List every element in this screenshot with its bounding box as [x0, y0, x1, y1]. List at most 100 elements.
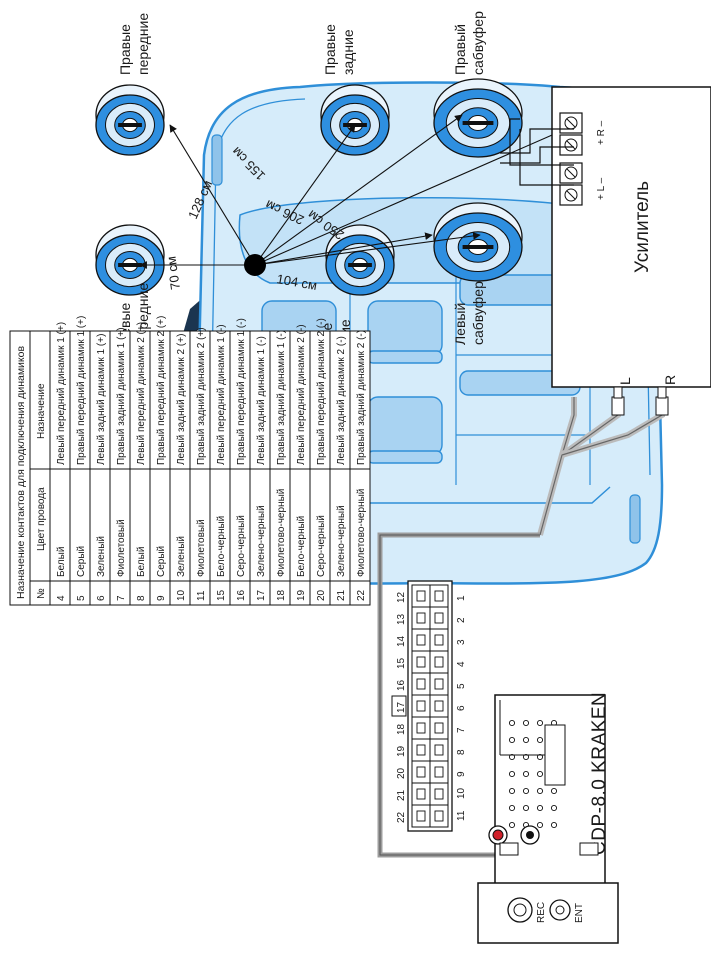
speaker-right-front-icon	[95, 84, 165, 156]
pin-table: Назначение контактов для подключения дин…	[9, 316, 371, 606]
table-cell: Правый задний динамик 2 (+)	[196, 327, 207, 465]
table-cell: 10	[176, 589, 187, 601]
pin-number: 2	[456, 617, 467, 623]
listener-point	[244, 254, 266, 276]
table-cell: Фиолетовый	[196, 519, 207, 577]
table-cell: Серо-черный	[236, 515, 247, 577]
table-cell: Фиолетовый	[116, 519, 127, 577]
amplifier-box	[551, 86, 711, 388]
label-right-rear-1: Правые	[322, 24, 338, 75]
pin-number: 14	[396, 635, 407, 647]
pin-number: 5	[456, 683, 467, 689]
distance-lines	[139, 114, 576, 269]
table-cell: Зеленый	[96, 536, 107, 577]
table-cell: Левый передний динамик 1 (-)	[216, 324, 227, 465]
table-cell: Белый	[136, 547, 147, 577]
label-left-front-2: передние	[135, 283, 151, 345]
label-left-sub-2: сабвуфер	[470, 281, 486, 345]
pin-number: 22	[396, 811, 407, 823]
label-right-sub-2: сабвуфер	[470, 11, 486, 75]
pin-number: 11	[456, 810, 467, 821]
amplifier-title: Усилитель	[632, 181, 653, 273]
table-cell: 22	[356, 589, 367, 601]
input-r-label: R	[662, 375, 678, 385]
pin-number: 19	[396, 745, 407, 757]
table-cell: 21	[336, 589, 347, 601]
distance-70: 70 см	[163, 255, 183, 290]
distance-104: 104 см	[275, 271, 318, 293]
table-cell: Бело-черный	[296, 516, 307, 577]
pin-number: 13	[396, 613, 407, 625]
input-l-label: L	[617, 377, 633, 385]
table-header: Цвет провода	[36, 487, 47, 551]
table-cell: Серо-черный	[316, 515, 327, 577]
amplifier: Усилитель + R – + L – L R	[551, 86, 711, 388]
table-cell: Правый задний динамик 1 (-)	[276, 330, 287, 465]
table-header: Назначение	[36, 383, 47, 439]
pin-number: 10	[456, 787, 467, 799]
rca-red-icon	[492, 829, 504, 841]
table-cell: 6	[96, 595, 107, 601]
table-cell: Левый передний динамик 2 (+)	[136, 322, 147, 465]
table-cell: Левый задний динамик 2 (+)	[176, 334, 187, 465]
table-cell: Правый передний динамик 2 (+)	[156, 316, 167, 465]
table-cell: Левый задний динамик 1 (+)	[96, 334, 107, 465]
table-cell: 19	[296, 589, 307, 601]
pin-number: 8	[456, 749, 467, 755]
knob-label-ent: ENT	[574, 903, 585, 923]
table-cell: Серый	[76, 546, 87, 577]
pin-number: 15	[396, 657, 407, 669]
speaker-right-rear-icon	[320, 84, 390, 156]
rca-cable	[537, 386, 669, 536]
table-cell: 7	[116, 595, 127, 601]
table-cell: 17	[256, 589, 267, 601]
table-cell: Левый передний динамик 1 (+)	[56, 322, 67, 465]
pin-number: 4	[456, 661, 467, 667]
pin-number: 20	[396, 767, 407, 779]
table-cell: 15	[216, 589, 227, 601]
pin-number: 7	[456, 727, 467, 733]
table-cell: Правый задний динамик 1 (+)	[116, 327, 127, 465]
table-cell: 18	[276, 589, 287, 601]
head-unit: CDP-8.0 KRAKEN REC ENT	[477, 692, 619, 944]
pin-number: 17	[396, 701, 407, 713]
head-unit-model: CDP-8.0 KRAKEN	[589, 692, 610, 855]
table-cell: Правый передний динамик 1 (+)	[76, 316, 87, 465]
pin-number: 16	[396, 679, 407, 691]
table-cell: Левый передний динамик 2 (-)	[296, 324, 307, 465]
table-cell: Зелено-черный	[336, 505, 347, 577]
pin-number: 3	[456, 639, 467, 645]
subwoofer-wires	[500, 118, 574, 186]
label-left-sub-1: Левый	[452, 303, 468, 345]
speaker-left-front-icon	[95, 224, 165, 296]
rca-black-icon	[526, 831, 534, 839]
table-cell: 16	[236, 589, 247, 601]
table-cell: 4	[56, 595, 67, 601]
table-cell: 20	[316, 589, 327, 601]
pin-number: 1	[456, 595, 467, 601]
table-cell: Бело-черный	[216, 516, 227, 577]
terminal-r-label: + R –	[596, 120, 607, 145]
table-cell: 9	[156, 595, 167, 601]
pin-number: 9	[456, 771, 467, 777]
speaker-right-sub-icon	[433, 78, 523, 158]
table-title: Назначение контактов для подключения дин…	[15, 346, 27, 599]
table-cell: 5	[76, 595, 87, 601]
speaker-left-sub-icon	[433, 202, 523, 282]
table-cell: Правый передний динамик 1 (-)	[236, 318, 247, 465]
terminal-l-label: + L –	[596, 177, 607, 200]
table-cell: Фиолетово-черный	[356, 489, 367, 577]
table-header: №	[36, 588, 47, 599]
knob-label-rec: REC	[536, 902, 547, 923]
label-right-front-1: Правые	[117, 24, 133, 75]
terminal-block	[559, 112, 583, 206]
head-unit-faceplate	[477, 882, 619, 944]
pin-number: 6	[456, 705, 467, 711]
label-right-sub-1: Правый	[452, 24, 468, 75]
table-cell: Левый задний динамик 1 (-)	[256, 336, 267, 465]
table-cell: Левый задний динамик 2 (-)	[336, 336, 347, 465]
speakers-group	[95, 78, 523, 296]
